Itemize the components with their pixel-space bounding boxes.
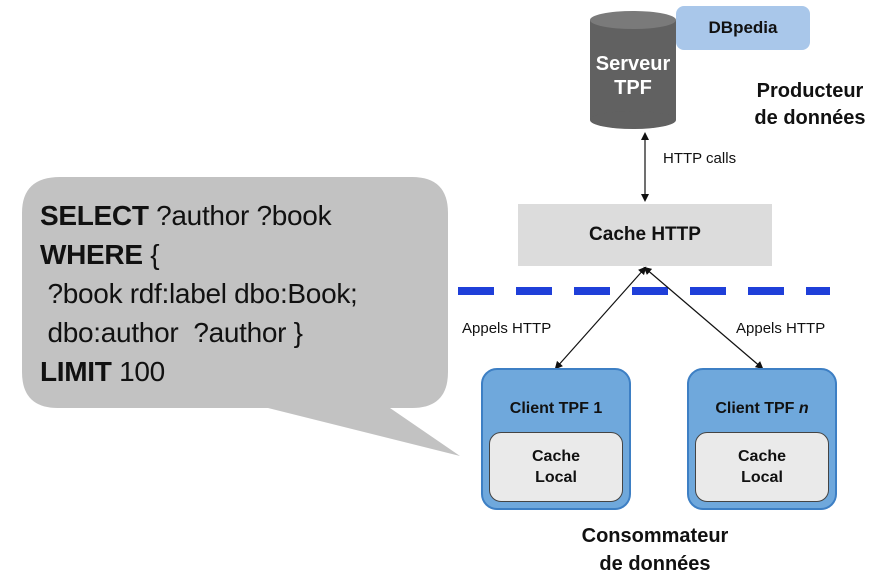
server-cylinder	[590, 11, 676, 129]
producer-line2: de données	[754, 107, 866, 129]
query-line-limit: LIMIT 100	[40, 352, 440, 391]
client-tpf-n-title: Client TPF n	[689, 400, 835, 418]
consumer-line1: Consommateur	[581, 525, 729, 547]
server-label-line2: TPF	[614, 77, 652, 99]
appels-http-right-label: Appels HTTP	[736, 320, 826, 337]
limit-keyword: LIMIT	[40, 356, 112, 387]
server-label-line1: Serveur	[595, 53, 671, 75]
producer-line1: Producteur	[756, 80, 864, 102]
client-tpf-n-title-prefix: Client TPF	[715, 400, 799, 417]
client-tpf-n: Client TPF n Cache Local	[687, 368, 837, 510]
cache-local-line2: Local	[535, 469, 577, 486]
client-tpf-1-title: Client TPF 1	[509, 400, 603, 417]
client-tpf-1-cache-local: Cache Local	[489, 432, 623, 502]
server-label: Serveur TPF	[590, 52, 676, 100]
speech-bubble	[22, 177, 460, 456]
cache-local-line2: Local	[741, 469, 783, 486]
cache-local-line1: Cache	[531, 448, 581, 465]
cache-local-line1: Cache	[737, 448, 787, 465]
where-rest: {	[142, 239, 160, 270]
limit-rest: 100	[111, 356, 165, 387]
arrow-cache-client1	[554, 266, 647, 370]
arrow-cache-clientn	[643, 266, 764, 370]
query-line-select: SELECT ?author ?book	[40, 196, 440, 235]
where-keyword: WHERE	[40, 239, 143, 270]
select-rest: ?author ?book	[148, 200, 332, 231]
http-calls-label: HTTP calls	[663, 150, 737, 167]
consumer-label: Consommateur de données	[560, 522, 750, 578]
client-tpf-n-title-suffix: n	[798, 400, 809, 417]
consumer-line2: de données	[599, 553, 711, 575]
dbpedia-badge: DBpedia	[676, 6, 810, 50]
select-keyword: SELECT	[40, 200, 149, 231]
producer-label: Producteur de données	[740, 78, 880, 132]
query-line-where: WHERE {	[40, 235, 440, 274]
client-tpf-n-cache-local: Cache Local	[695, 432, 829, 502]
client-tpf-1: Client TPF 1 Cache Local	[481, 368, 631, 510]
query-line-3: ?book rdf:label dbo:Book;	[40, 278, 358, 309]
query-line-4: dbo:author ?author }	[40, 317, 303, 348]
cache-http-box: Cache HTTP	[518, 204, 772, 266]
appels-http-left-label: Appels HTTP	[462, 320, 552, 337]
sparql-query: SELECT ?author ?book WHERE { ?book rdf:l…	[40, 196, 440, 391]
